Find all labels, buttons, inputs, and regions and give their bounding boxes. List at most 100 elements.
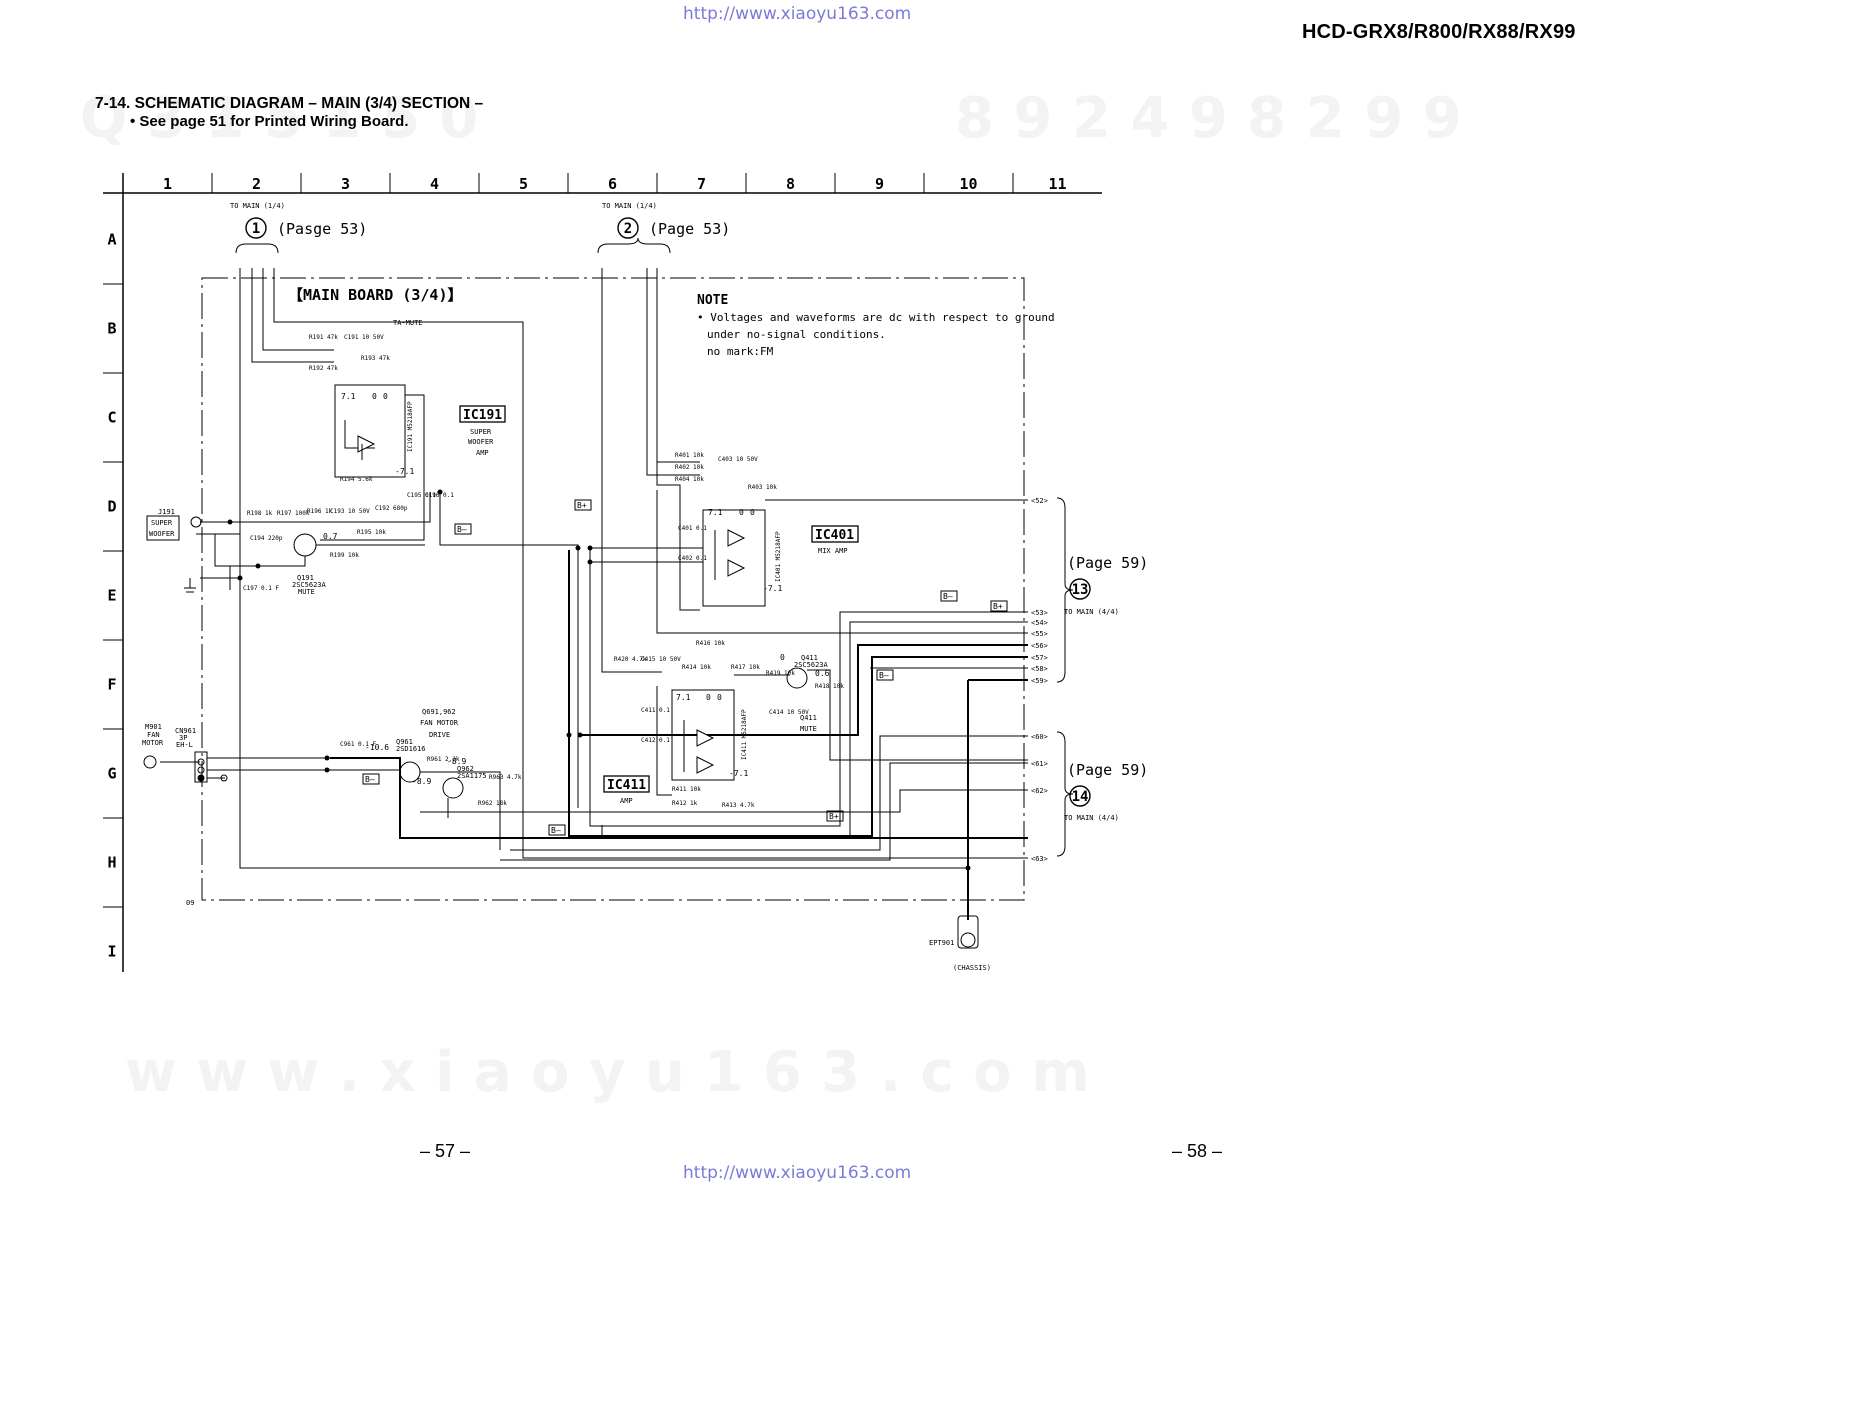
connector-14-dest: TO MAIN (4/4): [1064, 814, 1119, 822]
component-value-label: R198 1k: [247, 510, 273, 517]
voltage-label: -8.9: [447, 757, 466, 766]
component-value-label: C195 0.1: [407, 492, 436, 499]
q191-ref: Q191: [297, 574, 314, 582]
q191-type: 2SC5623A: [292, 581, 327, 589]
connector-2-dest: TO MAIN (1/4): [602, 202, 657, 210]
m901-ref: M901: [145, 723, 162, 731]
b-minus-tag: B–: [365, 775, 375, 784]
voltage-label: 7.1: [676, 693, 691, 702]
grid-column-label: 6: [608, 175, 617, 193]
drive-label: DRIVE: [429, 731, 450, 739]
ta-mute-label: TA-MUTE: [393, 319, 423, 327]
component-value-label: R196 1k: [307, 508, 333, 515]
ic191-label: IC191: [463, 408, 502, 423]
grid-column-label: 9: [875, 175, 884, 193]
note-line-2: under no-signal conditions.: [707, 328, 886, 341]
bottom-url-link[interactable]: http://www.xiaoyu163.com: [683, 1163, 912, 1183]
component-value-label: R416 10k: [696, 640, 725, 647]
component-value-label: C415 10 50V: [641, 656, 681, 663]
q411-tag: Q411: [800, 714, 817, 722]
q411-type: 2SC5623A: [794, 661, 829, 669]
voltage-label: 0.6: [815, 669, 830, 678]
component-value-label: R193 47k: [361, 355, 390, 362]
cn961-ref: CN961: [175, 727, 196, 735]
component-value-label: C402 0.1: [678, 555, 707, 562]
component-value-label: C401 0.1: [678, 525, 707, 532]
connector-pin-label: <53>: [1031, 609, 1048, 617]
j191-woofer: WOOFER: [149, 530, 175, 538]
connector-2-number: 2: [624, 221, 632, 237]
top-url-link[interactable]: http://www.xiaoyu163.com: [683, 4, 912, 24]
connector-pin-label: <62>: [1031, 787, 1048, 795]
voltage-label: -7.1: [729, 769, 748, 778]
m901-motor: MOTOR: [142, 739, 164, 747]
q961-type: 2SD1616: [396, 745, 426, 753]
component-value-label: R411 10k: [672, 786, 701, 793]
grid-column-label: 11: [1048, 175, 1066, 193]
connector-pin-label: <63>: [1031, 855, 1048, 863]
q411-desc: MUTE: [800, 725, 817, 733]
voltage-label: 0: [372, 392, 377, 401]
connector-pin-label: <56>: [1031, 642, 1048, 650]
connector-2-page: (Page 53): [649, 220, 730, 238]
b-plus-tag: B+: [577, 501, 587, 510]
component-value-label: R194 5.6k: [340, 476, 373, 483]
grid-column-label: 5: [519, 175, 528, 193]
fan-motor-label: FAN MOTOR: [420, 719, 459, 727]
ic191-part: IC191 M5218AFP: [407, 401, 414, 452]
component-value-label: R962 18k: [478, 800, 507, 807]
q962-ref: Q962: [457, 765, 474, 773]
j191-super: SUPER: [151, 519, 173, 527]
component-value-label: R403 10k: [748, 484, 777, 491]
component-value-label: C414 10 50V: [769, 709, 809, 716]
grid-row-label: I: [107, 943, 116, 961]
b-plus-tag: B+: [829, 812, 839, 821]
board-code: 09: [186, 899, 194, 907]
component-value-label: R961 2.2k: [427, 756, 460, 763]
component-value-label: C196 0.1: [425, 492, 454, 499]
voltage-label: 0: [739, 508, 744, 517]
voltage-label: -8.9: [412, 777, 431, 786]
connector-1-page: (Pasge 53): [277, 220, 367, 238]
connector-pin-label: <60>: [1031, 733, 1048, 741]
grid-row-label: E: [107, 587, 116, 605]
chassis-label: (CHASSIS): [953, 964, 991, 972]
component-value-label: R412 1k: [672, 800, 698, 807]
component-value-label: R191 47k: [309, 334, 338, 341]
b-minus-tag: B–: [551, 826, 561, 835]
grid-column-label: 4: [430, 175, 439, 193]
grid-column-label: 10: [959, 175, 977, 193]
ic411-desc: AMP: [620, 797, 633, 805]
component-value-label: R199 10k: [330, 552, 359, 559]
voltage-label: -10.6: [365, 743, 389, 752]
m901-fan: FAN: [147, 731, 160, 739]
connector-pin-label: <58>: [1031, 665, 1048, 673]
connector-pin-label: <55>: [1031, 630, 1048, 638]
b-minus-tag: B–: [879, 671, 889, 680]
component-value-label: R197 100k: [277, 510, 310, 517]
ic191-desc-3: AMP: [476, 449, 489, 457]
grid-column-label: 7: [697, 175, 706, 193]
grid-column-label: 3: [341, 175, 350, 193]
component-value-label: C194 220p: [250, 535, 283, 542]
watermark-url: w w w . x i a o y u 1 6 3 . c o m: [125, 1040, 1090, 1105]
component-value-label: R401 10k: [675, 452, 704, 459]
voltage-label: -7.1: [763, 584, 782, 593]
note-line-1: • Voltages and waveforms are dc with res…: [697, 311, 1055, 324]
connector-14-page: (Page 59): [1067, 761, 1148, 779]
ic401-part: IC401 M5218AFP: [775, 531, 782, 582]
connector-1-dest: TO MAIN (1/4): [230, 202, 285, 210]
component-value-label: R419 10k: [766, 670, 795, 677]
page-number-right: – 58 –: [1172, 1141, 1223, 1161]
connector-pin-label: <54>: [1031, 619, 1048, 627]
grid-row-label: B: [107, 320, 116, 338]
ic411-part: IC411 M5218AFP: [741, 709, 748, 760]
grid-row-label: A: [107, 231, 116, 249]
page-number-left: – 57 –: [420, 1141, 471, 1161]
connector-1-number: 1: [252, 221, 260, 237]
voltage-label: 0: [383, 392, 388, 401]
j191-ref: J191: [158, 508, 175, 516]
component-value-label: R420 4.7k: [614, 656, 647, 663]
connector-14-number: 14: [1072, 789, 1089, 805]
